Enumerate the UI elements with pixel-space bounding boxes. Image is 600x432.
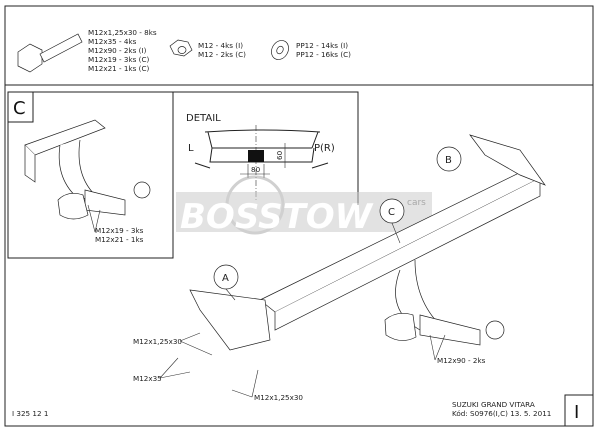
bosstow-watermark-suffix: cars: [407, 198, 426, 208]
panel-c-label: M12x19 - 3ks: [95, 226, 144, 235]
nut-icon: [169, 39, 193, 57]
washer-icon: [271, 40, 289, 60]
towbar-main-beam: [189, 134, 546, 351]
bolt-spec: M12x35 - 4ks: [88, 37, 137, 46]
bolt-icon: [17, 33, 83, 73]
detail-dim-height: 60: [275, 150, 284, 160]
detail-left-label: L: [188, 143, 194, 154]
detail-right-label: P(R): [314, 143, 335, 154]
bolt-list: M12x1,25x30 - 8ks M12x35 - 4ks M12x90 - …: [88, 28, 157, 73]
svg-text:A: A: [222, 273, 229, 284]
detail-panel: [173, 91, 359, 205]
sheet-box: [564, 394, 594, 427]
bolt-spec: M12x1,25x30 - 8ks: [88, 28, 157, 37]
ball-hitch-c: [24, 119, 151, 220]
callout-b: [436, 146, 462, 172]
panel-c-tag: [7, 91, 34, 123]
washer-spec: PP12 - 14ks (I): [296, 41, 348, 50]
bolt-label: M12x1,25x30: [133, 337, 182, 346]
svg-text:BOSSTOW: BOSSTOW: [180, 197, 374, 237]
panel-c-label: M12x21 - 1ks: [95, 235, 144, 244]
nut-spec: M12 - 2ks (C): [198, 50, 246, 59]
bolt-spec: M12x19 - 3ks (C): [88, 55, 149, 64]
sheet-letter: I: [574, 402, 579, 423]
panel-c-letter: C: [13, 98, 26, 119]
washer-spec: PP12 - 16ks (C): [296, 50, 351, 59]
detail-plate: [248, 150, 264, 162]
panel-c: [7, 91, 174, 259]
bolt-label: M12x1,25x30: [254, 393, 303, 402]
drawing-code: Kód: S0976(I,C) 13. 5. 2011: [452, 409, 551, 418]
detail-title: DETAIL: [186, 113, 221, 124]
svg-text:C: C: [388, 207, 395, 218]
bolt-spec: M12x90 - 2ks (I): [88, 46, 147, 55]
bolt-spec: M12x21 - 1ks (C): [88, 64, 149, 73]
svg-text:B: B: [445, 155, 452, 166]
detail-dim-width: 80: [251, 165, 261, 174]
bolt-label: M12x90 - 2ks: [437, 356, 486, 365]
drawing-frame: [4, 5, 594, 427]
vehicle-name: SUZUKI GRAND VITARA: [452, 400, 535, 409]
drawing-number: I 325 12 1: [12, 409, 48, 418]
nut-spec: M12 - 4ks (I): [198, 41, 243, 50]
bosstow-watermark: BOSSTOW: [176, 175, 432, 237]
bolt-label: M12x35: [133, 374, 162, 383]
